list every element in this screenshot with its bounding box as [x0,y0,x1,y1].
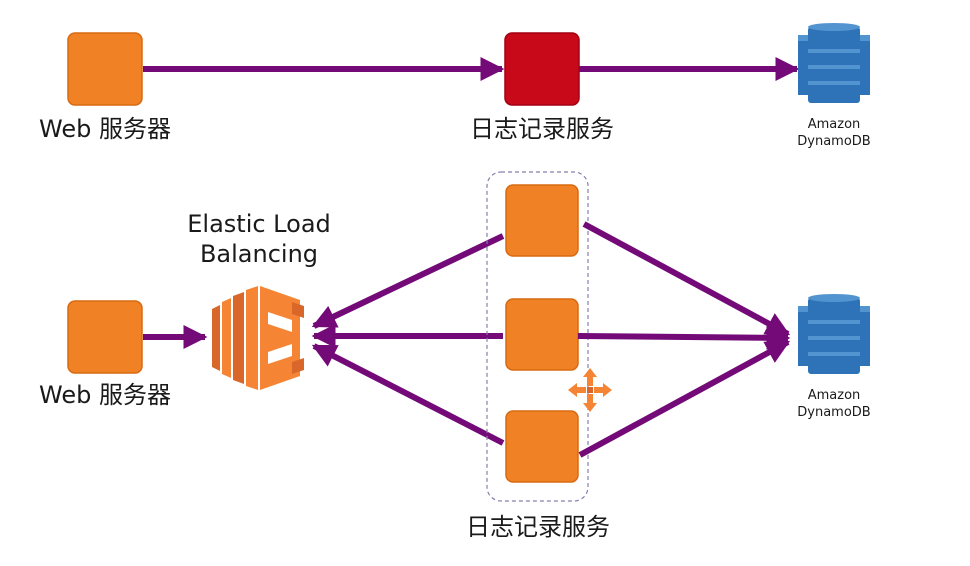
bottom-logging-service-label: 日志记录服务 [466,513,610,541]
elb-label-line1: Elastic Load [187,210,331,238]
top-logging-service-label: 日志记录服务 [470,115,614,143]
arrow-logging3-to-dynamodb [578,339,791,458]
bottom-web-server-icon [67,300,143,374]
bottom-dynamodb-label-line2: DynamoDB [797,405,870,420]
elb-label-line2: Balancing [200,240,318,268]
bottom-web-server-label: Web 服务器 [39,381,171,409]
top-dynamodb-label-line2: DynamoDB [797,134,870,149]
arrow-logging3-to-elb [311,343,505,446]
top-web-server-icon [67,32,143,106]
logging-instance-1-icon [505,184,579,257]
bottom-dynamodb-icon [798,294,870,374]
top-logging-service-icon [504,32,580,106]
logging-instance-2-icon [505,298,579,371]
bottom-dynamodb-label-line1: Amazon [808,388,861,403]
arrow-logging1-to-elb [311,233,505,329]
top-web-server-label: Web 服务器 [39,115,171,143]
load-balancer-icon [212,286,304,390]
arrow-logging1-to-dynamodb [582,221,791,337]
top-dynamodb-label-line1: Amazon [808,117,861,132]
auto-scaling-icon [568,368,612,412]
logging-instance-3-icon [505,410,579,483]
top-dynamodb-icon [798,23,870,103]
arrow-logging2-to-dynamodb [577,325,791,350]
